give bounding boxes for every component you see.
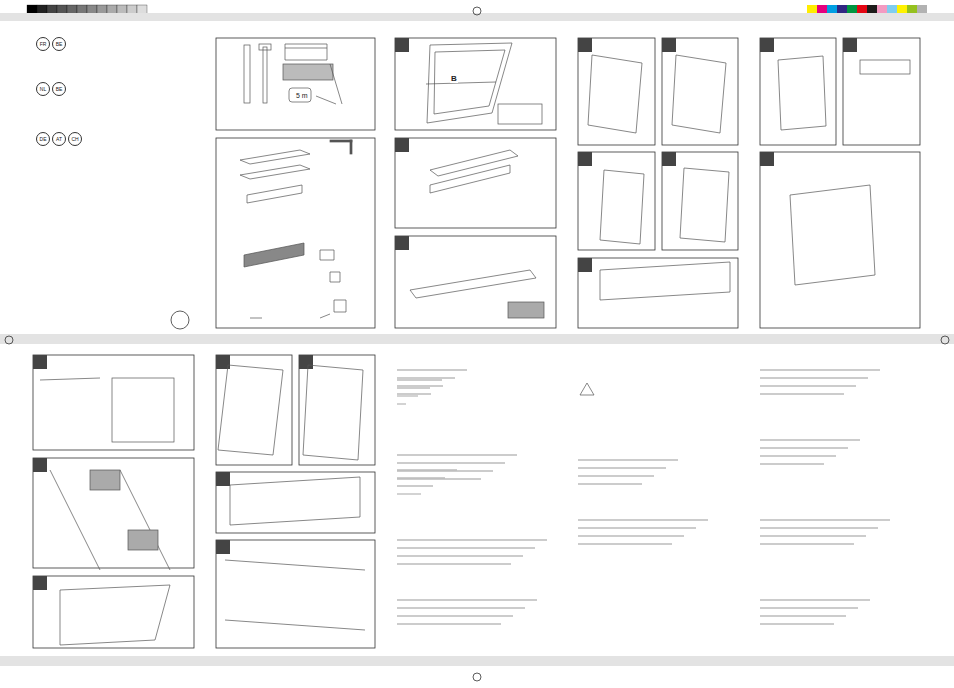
dimension-label: B — [450, 75, 458, 83]
language-code: BE — [52, 37, 66, 51]
language-code: DE — [36, 132, 50, 146]
language-code: CH — [68, 132, 82, 146]
language-code: FR — [36, 37, 50, 51]
dimension-label: 5 m — [296, 92, 308, 99]
language-code: NL — [36, 82, 50, 96]
language-code: AT — [52, 132, 66, 146]
language-code: BE — [52, 82, 66, 96]
